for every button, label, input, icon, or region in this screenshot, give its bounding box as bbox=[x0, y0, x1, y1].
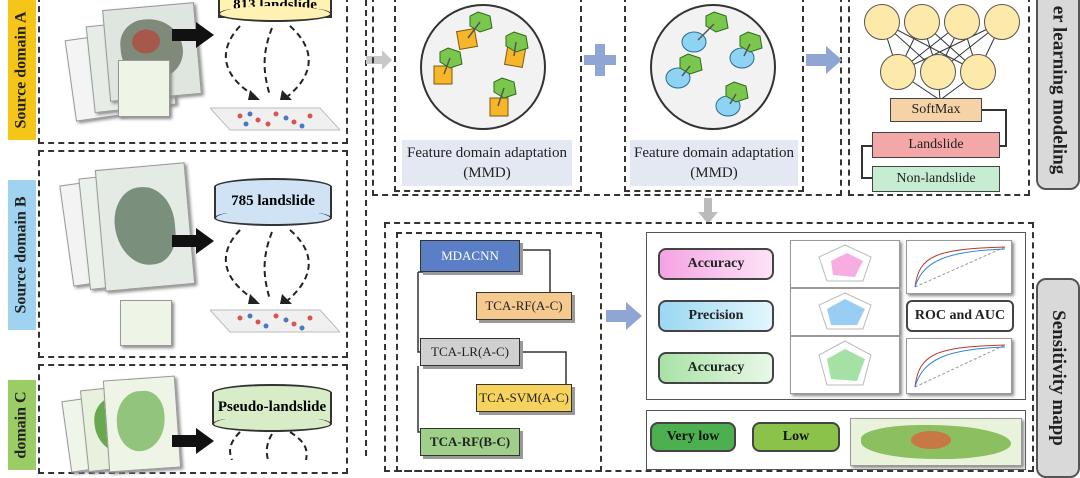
tab-transfer-learning-modeling: er learning modeling bbox=[1036, 0, 1080, 190]
model-tca-lr-a-c: TCA-LR(A-C) bbox=[420, 338, 520, 366]
sensitivity-map-thumbnail bbox=[850, 418, 1022, 466]
adaptation-panel bbox=[372, 0, 842, 196]
roc-auc-label: ROC and AUC bbox=[906, 300, 1014, 332]
plus-icon bbox=[584, 44, 616, 76]
landslide-output: Landslide bbox=[872, 132, 1000, 158]
feature-cluster-2 bbox=[650, 4, 776, 130]
tab-source-domain-a: Source domain A bbox=[8, 0, 36, 140]
metric-accuracy-1: Accuracy bbox=[658, 248, 774, 280]
node-icon bbox=[920, 54, 956, 90]
network-panel bbox=[848, 0, 1030, 196]
source-domain-a-panel bbox=[38, 0, 348, 144]
non-landslide-output: Non-landslide bbox=[872, 166, 1000, 192]
adaptation-inner-1 bbox=[394, 0, 582, 192]
node-icon bbox=[880, 54, 916, 90]
sampling-arrows-c bbox=[229, 431, 308, 460]
sampling-arrows-a bbox=[210, 25, 340, 131]
arrow-right-icon bbox=[806, 46, 842, 74]
model-mdacnn: MDACNN bbox=[420, 240, 520, 272]
tab-domain-c: domain C bbox=[8, 380, 36, 470]
arrow-right-icon bbox=[606, 302, 642, 330]
metrics-panel bbox=[646, 232, 1026, 400]
model-tca-rf-a-c: TCA-RF(A-C) bbox=[476, 292, 572, 320]
arrow-right-icon bbox=[172, 22, 214, 48]
model-tca-svm-a-c: TCA-SVM(A-C) bbox=[476, 384, 572, 412]
model-tca-rf-b-c: TCA-RF(B-C) bbox=[420, 428, 520, 456]
adaptation-caption-1: Feature domain adaptation (MMD) bbox=[402, 140, 572, 186]
adaptation-inner-2 bbox=[624, 0, 804, 192]
softmax-layer: SoftMax bbox=[890, 98, 982, 122]
radar-chart-pink bbox=[790, 240, 900, 288]
node-icon bbox=[984, 4, 1020, 40]
connector-lines bbox=[365, 0, 392, 459]
output-brackets bbox=[861, 109, 1007, 179]
level-low: Low bbox=[752, 422, 840, 452]
source-domain-b-panel bbox=[38, 150, 348, 358]
roc-curve-chart-1 bbox=[906, 240, 1012, 294]
roc-curve-chart-2 bbox=[906, 338, 1012, 394]
arrow-right-icon bbox=[172, 428, 214, 454]
level-very-low: Very low bbox=[650, 422, 736, 452]
arrow-down-icon bbox=[698, 198, 718, 224]
node-icon bbox=[864, 4, 900, 40]
radar-chart-green bbox=[790, 336, 900, 394]
sampling-arrows-b bbox=[210, 229, 340, 333]
metric-accuracy-2: Accuracy bbox=[658, 352, 774, 384]
adaptation-caption-2: Feature domain adaptation (MMD) bbox=[630, 140, 798, 186]
metric-precision: Precision bbox=[658, 300, 774, 332]
tab-source-domain-b: Source domain B bbox=[8, 180, 36, 330]
node-icon bbox=[904, 4, 940, 40]
arrow-right-icon bbox=[172, 228, 214, 254]
radar-chart-blue bbox=[790, 288, 900, 336]
node-icon bbox=[960, 54, 996, 90]
feature-cluster-1 bbox=[420, 4, 546, 130]
node-icon bbox=[944, 4, 980, 40]
tab-sensitivity-mapping: Sensitivity mapp bbox=[1036, 278, 1080, 478]
